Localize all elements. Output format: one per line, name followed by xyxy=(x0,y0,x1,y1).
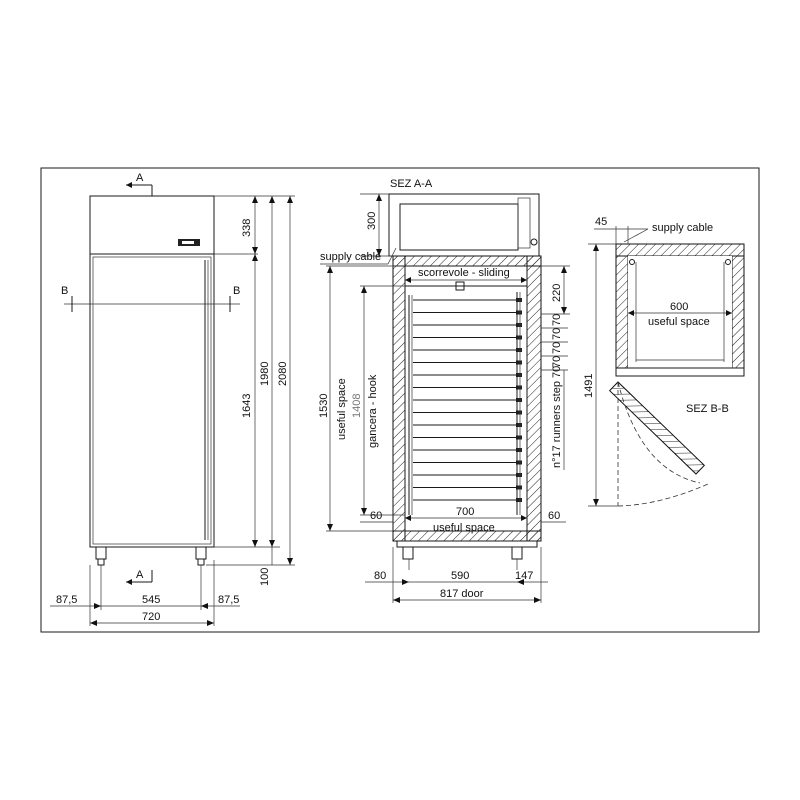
runner-clip xyxy=(516,473,522,477)
runner-clip xyxy=(516,498,522,502)
supply-cable-label-bb: supply cable xyxy=(652,222,713,234)
section-b-right-label: B xyxy=(233,285,240,297)
dim-147: 147 xyxy=(515,570,533,582)
runner-clip xyxy=(516,385,522,390)
dim-1530: 1530 xyxy=(318,394,330,418)
dim-1491: 1491 xyxy=(583,374,595,398)
dim-2080: 2080 xyxy=(277,362,289,386)
runner-clip xyxy=(516,460,522,465)
section-bb-view: 600 useful space 45 supply cable 1491 SE… xyxy=(583,216,745,507)
runner-clip xyxy=(516,448,522,452)
dim-60-left: 60 xyxy=(370,510,382,522)
useful-space-vertical: useful space xyxy=(336,378,348,440)
dim-87-5-right: 87,5 xyxy=(218,594,239,606)
dim-338: 338 xyxy=(241,219,253,237)
dim-700: 700 xyxy=(456,506,474,518)
hook-label: gancera - hook xyxy=(367,374,379,448)
runner-clip xyxy=(516,423,522,427)
section-a-bottom-label: A xyxy=(136,569,144,581)
section-b-left-label: B xyxy=(61,285,68,297)
section-bb-title: SEZ B-B xyxy=(686,403,729,415)
dim-590: 590 xyxy=(451,570,469,582)
dim-300: 300 xyxy=(366,212,378,230)
runner-clip xyxy=(516,348,522,352)
drawing-frame xyxy=(40,167,760,633)
dim-80: 80 xyxy=(374,570,386,582)
dim-70: 70 xyxy=(551,314,563,326)
section-aa-view: SEZ A-A scorrevole - sliding xyxy=(318,178,570,603)
supply-cable-label-aa: supply cable xyxy=(320,251,381,263)
dim-70: 70 xyxy=(551,356,563,368)
sliding-label: scorrevole - sliding xyxy=(418,267,510,279)
runner-clip xyxy=(516,323,522,327)
runner-clip xyxy=(516,485,522,490)
runner-clip xyxy=(516,435,522,440)
runner-clip xyxy=(516,410,522,415)
dim-1980: 1980 xyxy=(259,362,271,386)
section-a-top-label: A xyxy=(136,172,144,184)
front-view: A A B B 338 1643 1980 2080 100 xyxy=(50,172,295,626)
section-aa-title: SEZ A-A xyxy=(390,178,433,190)
dim-600: 600 xyxy=(670,301,688,313)
dim-1408: 1408 xyxy=(351,394,363,418)
dim-100: 100 xyxy=(259,568,271,586)
useful-space-bb: useful space xyxy=(648,316,710,328)
dim-45: 45 xyxy=(595,216,607,228)
runner-clip xyxy=(516,335,522,340)
runner-clip xyxy=(516,298,522,302)
dim-220: 220 xyxy=(551,284,563,302)
dim-1643: 1643 xyxy=(241,394,253,418)
runner-clip xyxy=(516,398,522,402)
dim-545: 545 xyxy=(142,594,160,606)
runner-clip xyxy=(516,310,522,315)
runner-clip xyxy=(516,360,522,365)
dim-70: 70 xyxy=(551,328,563,340)
dim-87-5-left: 87,5 xyxy=(56,594,77,606)
dim-720: 720 xyxy=(142,611,160,623)
useful-space-horizontal: useful space xyxy=(433,522,495,534)
dim-817-door: 817 door xyxy=(440,588,484,600)
dim-60-right: 60 xyxy=(548,510,560,522)
dim-70: 70 xyxy=(551,342,563,354)
runner-clip xyxy=(516,373,522,377)
runners-label: n°17 runners step 70 xyxy=(551,366,563,468)
runner-shelves xyxy=(413,298,522,502)
